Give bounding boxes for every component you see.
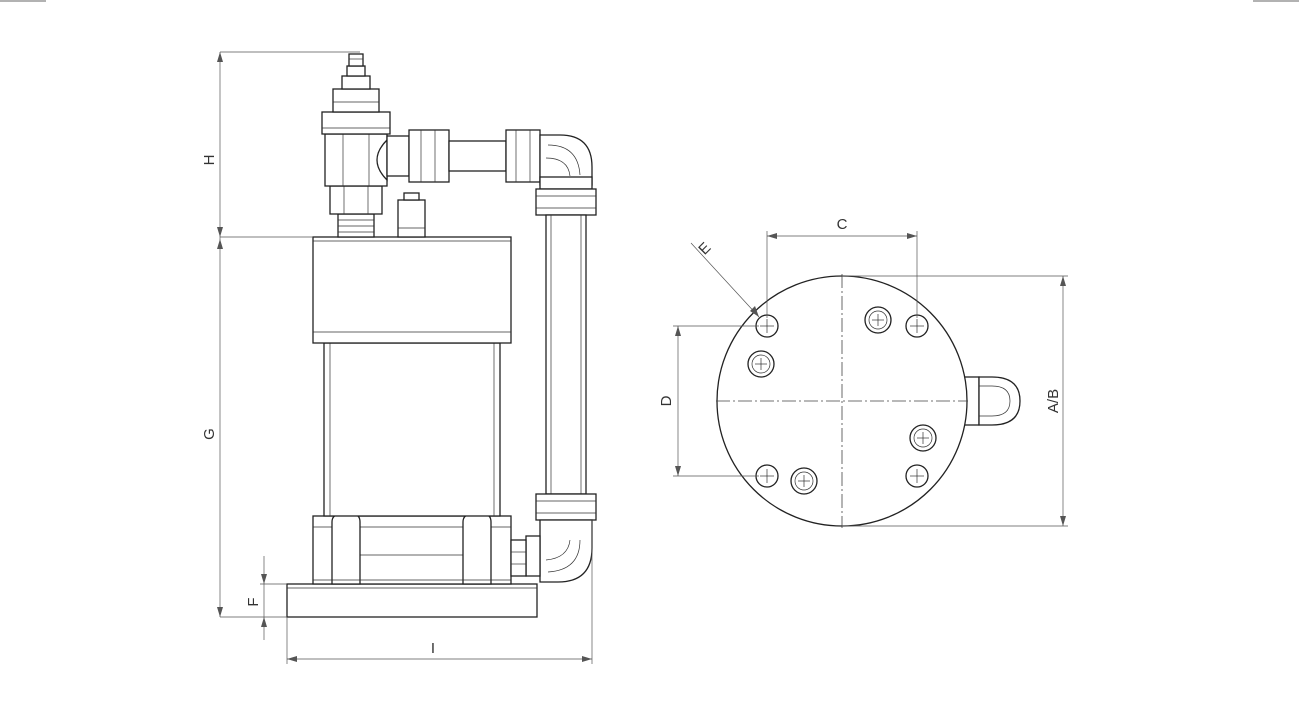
dimension-label-h: H xyxy=(201,155,218,166)
lower-housing xyxy=(312,513,512,585)
lower-elbow xyxy=(510,519,593,583)
dimension-label-c: C xyxy=(837,216,848,233)
side-view xyxy=(286,53,597,618)
socket-bolts xyxy=(747,306,937,495)
side-lug xyxy=(962,376,1021,426)
base-flange xyxy=(286,583,538,618)
side-view-dimensions: H G F I xyxy=(201,51,593,664)
top-view xyxy=(716,274,1021,528)
dimension-label-g: G xyxy=(201,428,218,440)
valve-assembly xyxy=(321,53,391,238)
main-cylinder-body xyxy=(323,342,501,517)
dimension-label-f: F xyxy=(245,597,262,606)
dimension-label-e: E xyxy=(695,239,714,258)
upper-pipe-run xyxy=(386,129,541,183)
dimension-label-d: D xyxy=(658,395,675,406)
vertical-pipe-connector xyxy=(535,176,597,521)
upper-cap xyxy=(312,236,512,344)
dimension-label-i: I xyxy=(431,640,435,657)
top-nozzle xyxy=(397,192,426,238)
dimension-label-ab: A/B xyxy=(1045,389,1062,413)
